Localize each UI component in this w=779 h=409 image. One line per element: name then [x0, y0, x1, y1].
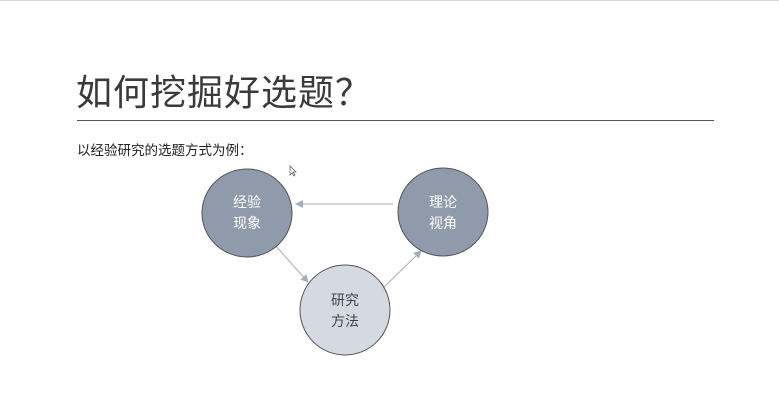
node-label: 理论 [429, 195, 457, 211]
node-label: 经验 [233, 195, 261, 211]
node-theory: 理论 视角 [397, 167, 489, 257]
node-label: 研究 [331, 293, 359, 309]
slide-title: 如何挖掘好选题？ [76, 73, 373, 114]
node-label: 方法 [331, 314, 359, 330]
node-label: 视角 [429, 216, 457, 232]
slide-subtitle: 以经验研究的选题方式为例： [77, 143, 253, 159]
arrow-method-to-theory [383, 250, 422, 288]
top-border [0, 0, 779, 1]
node-method: 研究 方法 [299, 264, 391, 356]
node-empirical: 经验 现象 [201, 168, 293, 258]
node-label: 现象 [233, 216, 261, 232]
mouse-cursor-icon [289, 165, 297, 177]
title-divider [77, 120, 714, 121]
arrow-empirical-to-method [273, 243, 309, 283]
